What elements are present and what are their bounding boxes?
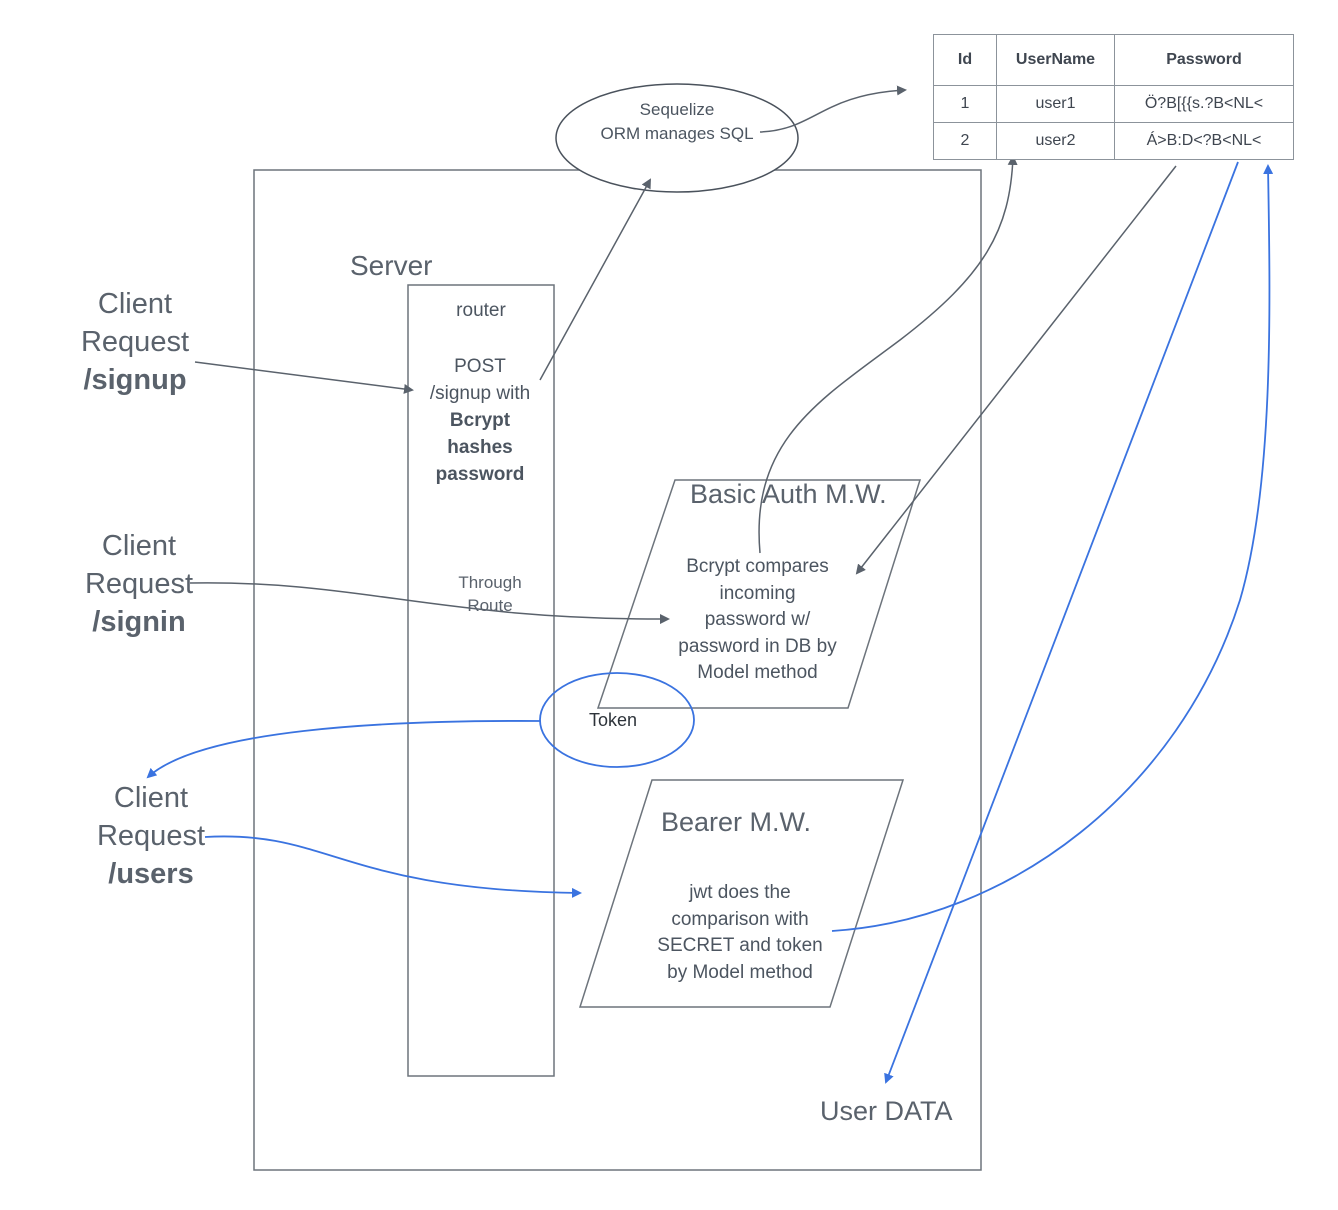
client-line-2: Request (96, 820, 205, 852)
orm-line-2: ORM manages SQL (600, 124, 754, 143)
bearer-line: by Model method (667, 961, 813, 983)
client-route: /users (108, 858, 194, 890)
cell-id: 1 (933, 85, 997, 123)
basic-auth-shape (596, 479, 922, 709)
arrow-token-to-client (146, 720, 542, 779)
bearer-line: comparison with (671, 908, 809, 930)
router-line-1: POST (454, 356, 506, 377)
table-header-row: Id UserName Password (933, 34, 1294, 86)
router-line-2: /signup with (429, 383, 531, 404)
through-route-label: Through Route (430, 571, 550, 617)
arrow-signup-to-router (194, 361, 414, 394)
table-row: 1 user1 Ö?B[{{s.?B<NL< (933, 85, 1294, 123)
client-line-1: Client (101, 530, 177, 562)
client-route: /signup (83, 364, 187, 396)
token-ellipse (539, 672, 695, 768)
basic-auth-body: Bcrypt compares incoming password w/ pas… (655, 554, 860, 687)
user-db-table: Id UserName Password 1 user1 Ö?B[{{s.?B<… (933, 34, 1294, 160)
bearer-title: Bearer M.W. (661, 807, 812, 837)
arrow-bearer-to-table (831, 164, 1274, 932)
bearer-line: jwt does the (689, 882, 791, 903)
orm-line-1: Sequelize (639, 100, 715, 119)
through-line-2: Route (467, 596, 513, 615)
basic-auth-title: Basic Auth M.W. (690, 479, 887, 509)
orm-ellipse (555, 83, 799, 193)
router-bold-2: hashes (447, 437, 513, 458)
bearer-line: SECRET and token (657, 935, 823, 956)
basic-auth-line: password w/ (704, 609, 811, 630)
client-line-1: Client (97, 288, 173, 320)
bearer-shape (578, 779, 905, 1008)
orm-label: Sequelize ORM manages SQL (577, 98, 777, 146)
router-bold-3: password (435, 464, 525, 485)
cell-username: user2 (996, 122, 1115, 160)
basic-auth-line: Bcrypt compares (686, 556, 829, 577)
router-bold-1: Bcrypt (449, 410, 511, 431)
client-request-signup: Client Request /signup (60, 285, 210, 399)
col-header-id: Id (933, 34, 997, 86)
token-label: Token (589, 710, 638, 730)
router-title: router (456, 300, 506, 321)
basic-auth-line: Model method (697, 662, 818, 683)
cell-password: Ö?B[{{s.?B<NL< (1114, 85, 1294, 123)
server-label: Server (350, 250, 433, 281)
table-row: 2 user2 Á>B:D<?B<NL< (933, 122, 1294, 160)
client-request-signin: Client Request /signin (64, 527, 214, 641)
arrow-signin-to-auth (189, 582, 670, 625)
arrow-auth-to-table (758, 155, 1018, 554)
col-header-username: UserName (996, 34, 1115, 86)
arrow-router-to-orm (539, 178, 651, 381)
arrow-table-to-auth (855, 165, 1177, 575)
basic-auth-line: incoming (719, 582, 796, 604)
basic-auth-line: password in DB by (678, 635, 837, 657)
server-box (253, 169, 982, 1171)
arrow-orm-to-table (759, 85, 907, 133)
cell-username: user1 (996, 85, 1115, 123)
client-line-1: Client (113, 782, 189, 814)
client-line-2: Request (84, 568, 193, 600)
client-request-users: Client Request /users (76, 779, 226, 893)
router-box (407, 284, 555, 1077)
user-data-label: User DATA (820, 1096, 953, 1126)
client-line-2: Request (80, 326, 189, 358)
arrow-table-to-userdata (884, 161, 1239, 1084)
cell-password: Á>B:D<?B<NL< (1114, 122, 1294, 160)
col-header-password: Password (1114, 34, 1294, 86)
client-route: /signin (92, 606, 186, 638)
cell-id: 2 (933, 122, 997, 160)
arrow-users-to-bearer (204, 835, 582, 898)
router-body: POST /signup with Bcrypt hashes password (405, 353, 555, 488)
through-line-1: Through (458, 573, 522, 592)
bearer-body: jwt does the comparison with SECRET and … (635, 880, 845, 986)
